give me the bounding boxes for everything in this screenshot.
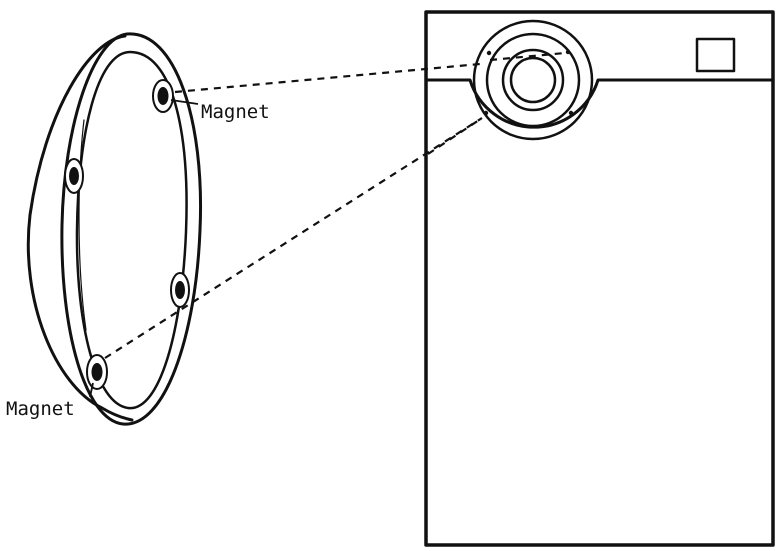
label-leaders xyxy=(89,99,199,398)
ring-inner-seam xyxy=(78,119,87,331)
camera-outline xyxy=(424,10,775,547)
magnet-2 xyxy=(64,158,84,194)
magnet-4 xyxy=(86,354,108,390)
lens-ring-inner xyxy=(501,48,565,112)
lens-glass xyxy=(509,56,557,104)
alignment-line-lower xyxy=(104,117,483,359)
alignment-lines xyxy=(104,51,566,359)
magnet-label-bottom: Magnet xyxy=(6,398,75,420)
magnetic-ring-cover xyxy=(26,32,203,426)
lens-ring-mid xyxy=(485,32,581,128)
lens-assembly xyxy=(472,19,594,141)
magnet-3 xyxy=(170,272,190,308)
camera-body xyxy=(424,10,775,547)
magnet-1 xyxy=(152,79,174,113)
ring-outer-rim xyxy=(60,32,203,426)
magnet-label-top: Magnet xyxy=(201,101,270,123)
ring-magnets xyxy=(64,79,190,390)
ring-inner-rim xyxy=(75,50,188,410)
alignment-line-upper xyxy=(174,62,481,94)
ring-outer-shell xyxy=(26,34,134,422)
lens-ring-outer xyxy=(472,19,594,141)
viewfinder-window xyxy=(695,37,736,73)
